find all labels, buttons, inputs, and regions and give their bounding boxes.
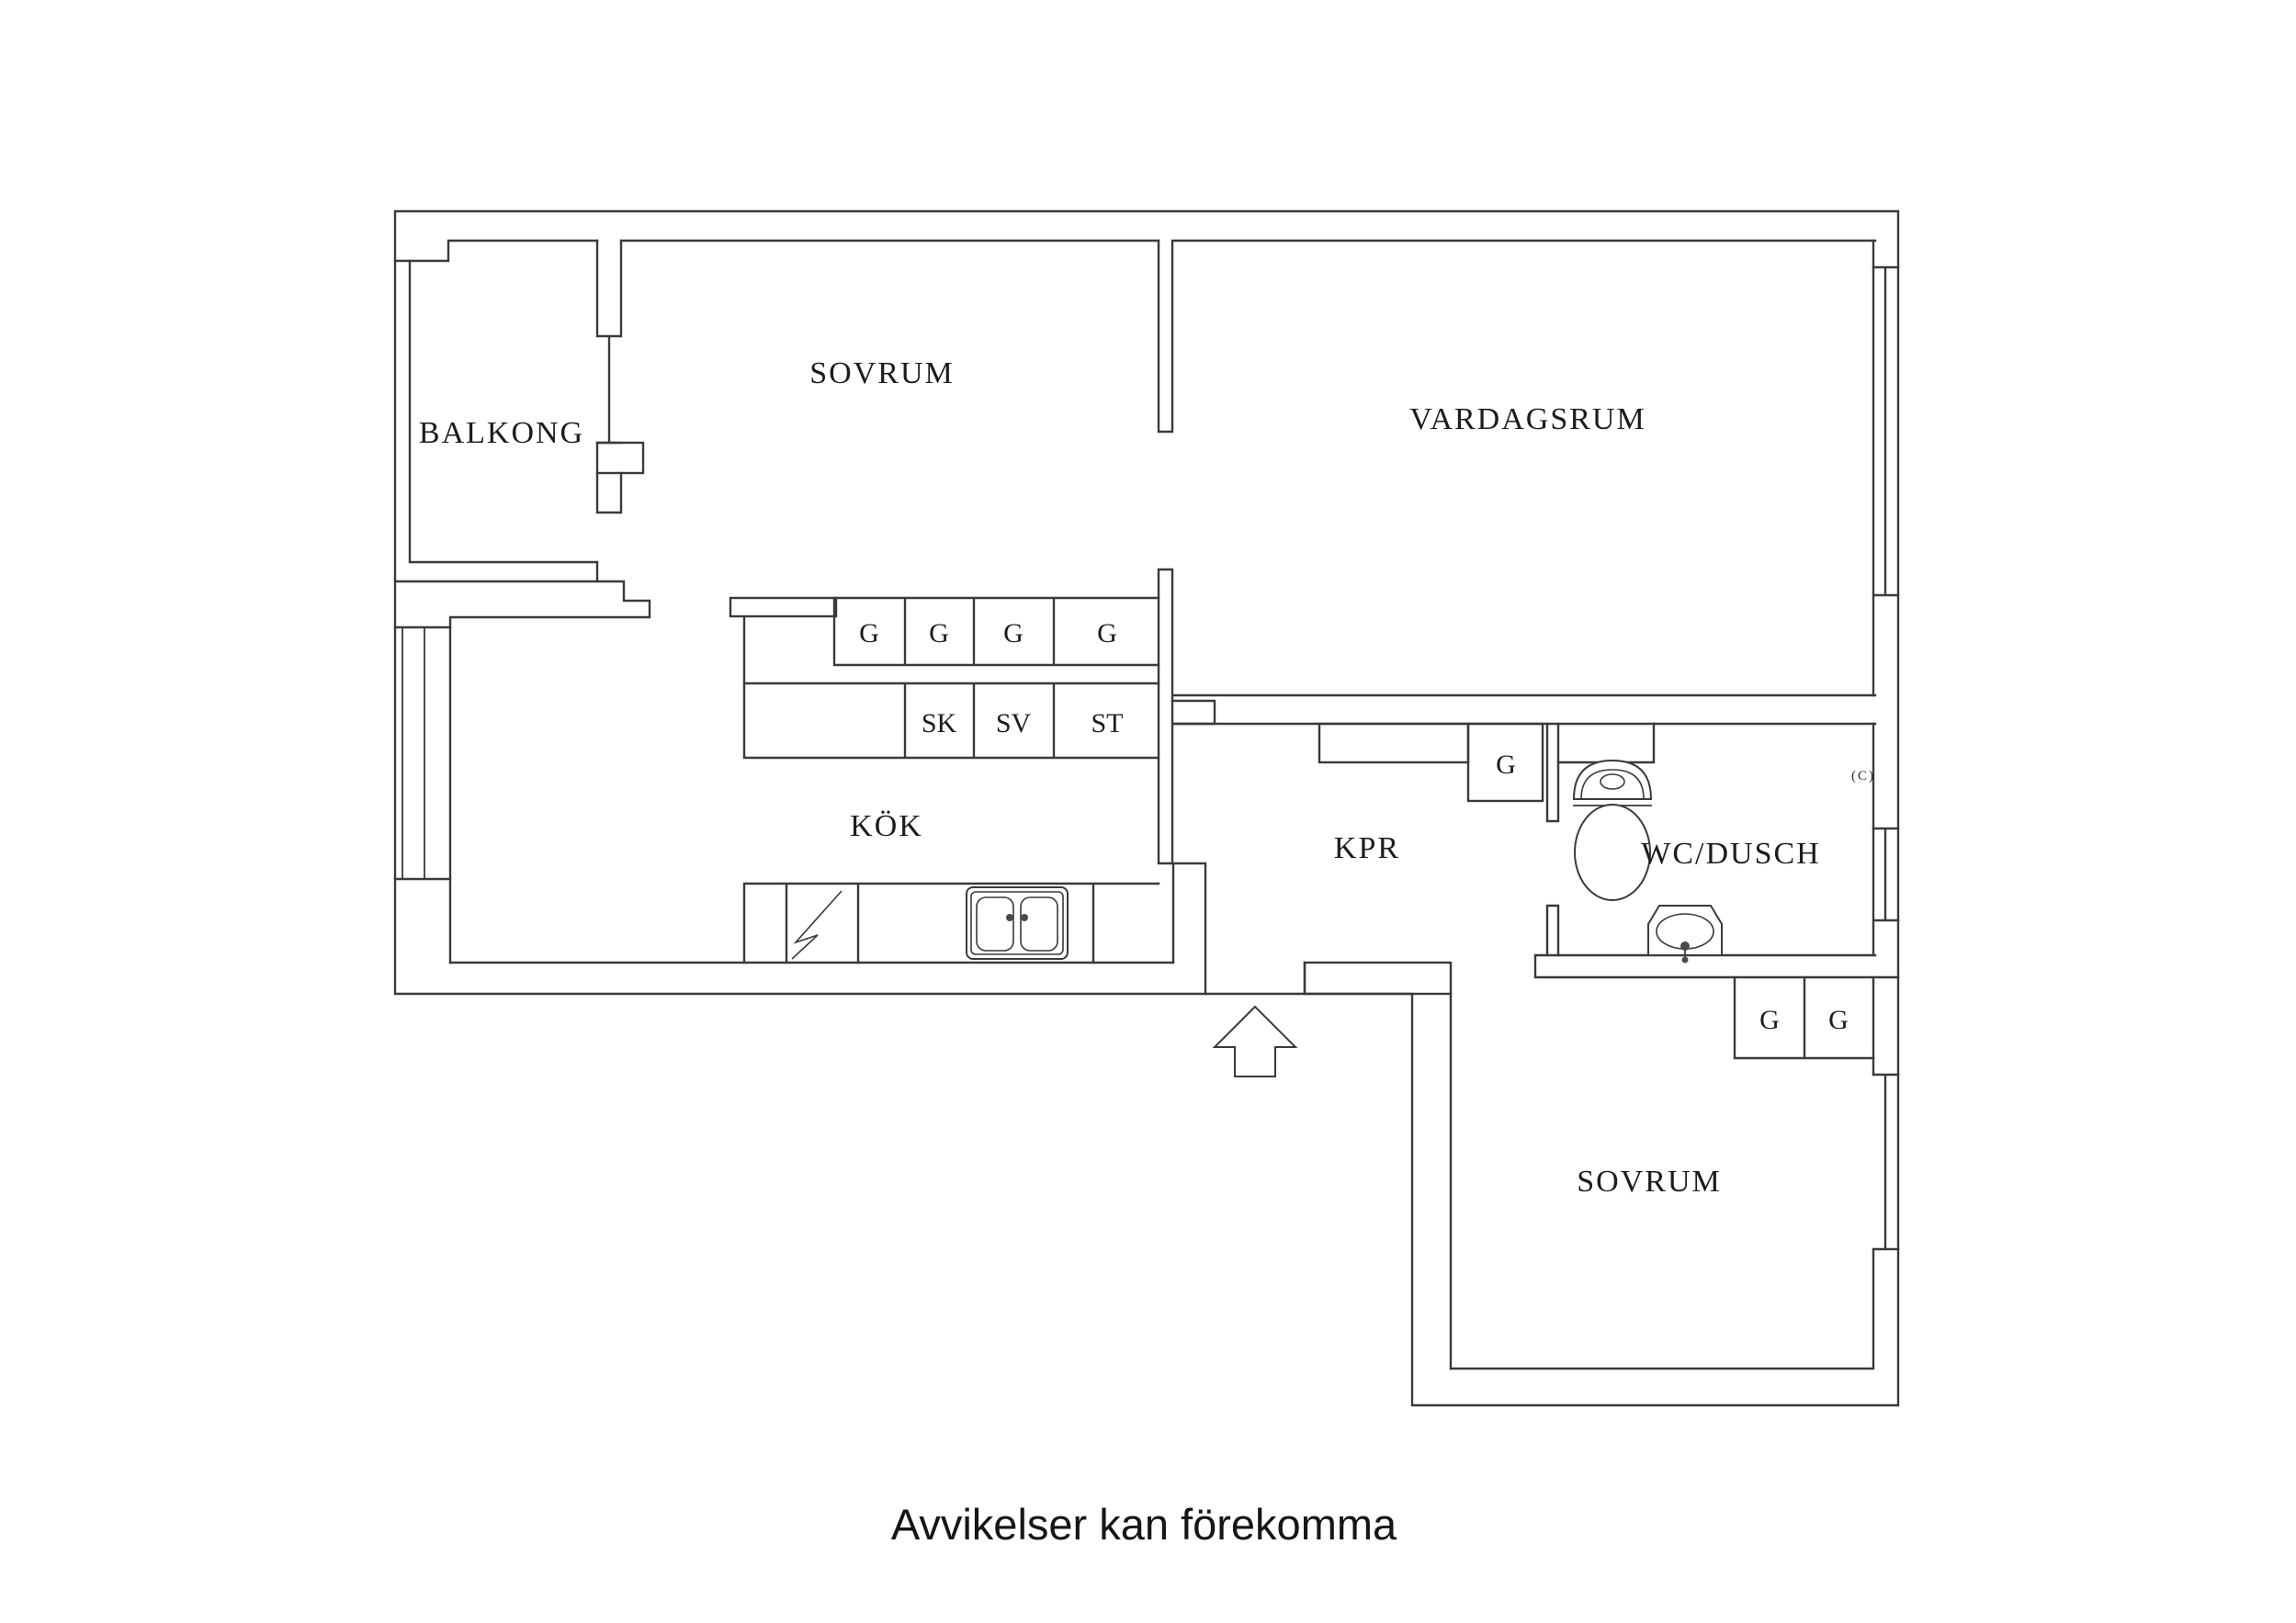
label-st: ST xyxy=(1091,708,1123,738)
exterior-walls xyxy=(393,209,1900,1407)
label-sv: SV xyxy=(996,708,1032,738)
label-g4: G xyxy=(1097,618,1117,648)
label-sovrum-top: SOVRUM xyxy=(809,356,954,390)
labels: BALKONG SOVRUM VARDAGSRUM KÖK KPR WC/DUS… xyxy=(419,356,1875,1549)
kitchen-cabinets xyxy=(729,596,1160,760)
label-kpr: KPR xyxy=(1334,831,1400,865)
window-end-ticks xyxy=(393,626,452,881)
label-g2: G xyxy=(929,618,949,648)
toilet-bowl xyxy=(1574,804,1651,901)
sink-basin-right xyxy=(1020,896,1058,952)
kpr-wall-block xyxy=(1318,722,1470,764)
label-hall-g: G xyxy=(1496,750,1516,780)
kitchen-sink xyxy=(966,886,1069,960)
toilet-cistern xyxy=(1572,759,1653,800)
balcony-door-slab xyxy=(595,441,645,475)
wc-west-wall xyxy=(1545,722,1560,957)
right-wall-windows xyxy=(1872,265,1900,1251)
balcony-walls xyxy=(393,239,651,964)
bedroom-closets xyxy=(1733,975,1875,1060)
outer-boundary xyxy=(393,209,1900,1407)
wc-south-wall xyxy=(1533,953,1900,979)
divider-walls xyxy=(1157,239,1216,996)
label-c-marker: (C) xyxy=(1851,769,1875,783)
kok-east-wall xyxy=(1157,568,1207,996)
entry-wall-piece xyxy=(1303,961,1453,996)
sink-inner xyxy=(970,891,1064,955)
label-bedroom-g1: G xyxy=(1759,1005,1780,1035)
counter-outline xyxy=(742,882,1160,964)
kpr-walls xyxy=(1172,693,1877,803)
bottom-bedroom-walls xyxy=(1449,239,1875,1370)
wc-north-nook xyxy=(1556,722,1656,764)
kitchen-counter xyxy=(742,882,1160,964)
kitchen-west-window xyxy=(393,626,452,881)
sink-basin-left xyxy=(976,896,1014,952)
sink-faucet-dot-right xyxy=(1021,914,1028,921)
label-g3: G xyxy=(1003,618,1024,648)
bathroom-sink-faucet-dot xyxy=(1680,941,1690,951)
balcony-rails xyxy=(393,259,599,583)
livingroom-window xyxy=(1872,265,1900,597)
entrance-arrow-icon xyxy=(1212,1005,1298,1077)
wc-window xyxy=(1872,827,1900,922)
label-sk: SK xyxy=(922,708,957,738)
top-wall-inner xyxy=(393,239,1877,263)
stub-wall-sovrum-kok xyxy=(729,596,838,618)
caption-text: Avvikelser kan förekomma xyxy=(891,1500,1397,1549)
window-glass-lines xyxy=(402,626,425,880)
balcony-south-steps xyxy=(448,560,651,964)
bottom-bedroom-inner xyxy=(1449,239,1875,1370)
wc-walls xyxy=(1533,722,1900,979)
upper-cabinet-row xyxy=(832,596,1160,667)
toilet-flush-button xyxy=(1600,773,1625,790)
balcony-right-wall xyxy=(595,239,623,445)
bathroom-sink-drain-dot xyxy=(1681,956,1689,964)
label-wc-dusch: WC/DUSCH xyxy=(1641,837,1820,871)
appliance-zigzag-icon xyxy=(791,890,843,960)
lower-cabinet-row xyxy=(742,682,1160,760)
kpr-bridge-stub xyxy=(1171,699,1216,726)
label-bedroom-g2: G xyxy=(1828,1005,1849,1035)
label-sovrum-bottom: SOVRUM xyxy=(1577,1165,1721,1199)
vardagsrum-south-wall xyxy=(1172,693,1877,726)
entry-area xyxy=(1212,961,1453,1370)
toilet-cistern-inner xyxy=(1580,769,1645,800)
sink-outer xyxy=(966,886,1069,960)
sovrum-vardagsrum-divider xyxy=(1157,239,1174,434)
label-g1: G xyxy=(859,618,879,648)
label-kok: KÖK xyxy=(850,809,923,843)
balcony-wall-below-door xyxy=(595,471,623,514)
label-balkong: BALKONG xyxy=(419,416,584,450)
kpr-closet-box xyxy=(1466,722,1544,803)
bottom-bedroom-window xyxy=(1872,1073,1900,1251)
bathroom-sink xyxy=(1647,905,1723,964)
label-vardagsrum: VARDAGSRUM xyxy=(1409,402,1646,436)
toilet xyxy=(1572,759,1653,901)
sink-faucet-dot-left xyxy=(1006,914,1013,921)
